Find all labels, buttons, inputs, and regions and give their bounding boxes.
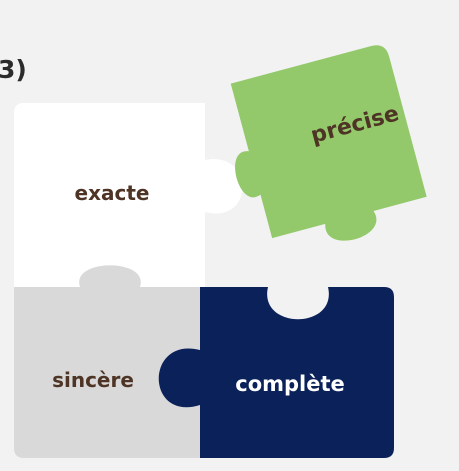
puzzle-piece-complete xyxy=(158,287,394,458)
puzzle-piece-precise xyxy=(230,45,427,241)
label-sincere: sincère xyxy=(52,368,134,392)
label-complete: complète xyxy=(235,372,345,396)
puzzle-piece-exacte xyxy=(14,103,243,287)
puzzle-piece-precise-group xyxy=(230,45,427,241)
label-exacte: exacte xyxy=(74,181,150,205)
puzzle-piece-sincere xyxy=(14,265,208,458)
fragment-label: 3) xyxy=(0,55,27,84)
